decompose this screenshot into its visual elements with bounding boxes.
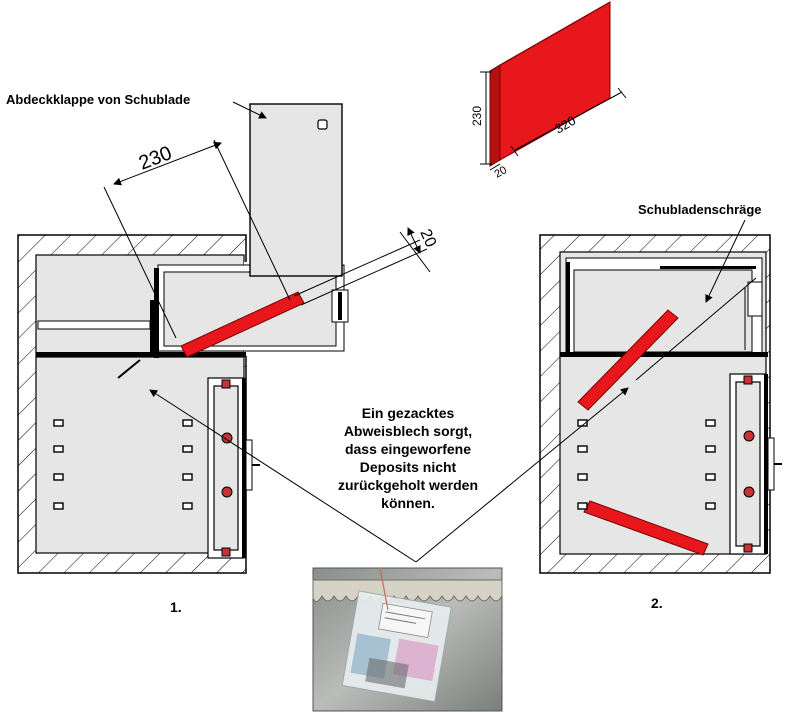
deposit-bag-icon — [341, 590, 452, 703]
fig2-deflector — [577, 309, 679, 411]
fig1-cover-flap — [249, 103, 343, 277]
figure-2-number: 2. — [651, 595, 663, 611]
plate-height-label: 230 — [470, 106, 484, 126]
caption-line-1: Ein gezacktes — [362, 405, 455, 421]
serrated-deflector-photo — [312, 567, 503, 712]
deflector-plate-3d: 230 320 20 — [470, 1, 627, 181]
flap-length-label: 230 — [136, 142, 175, 174]
slope-label: Schubladenschräge — [638, 202, 762, 217]
serrated-edge-icon — [312, 579, 503, 602]
flap-thickness-label: 20 — [416, 227, 439, 250]
fig2-deposit-plate — [583, 500, 709, 556]
arrow-to-figure-2 — [415, 387, 629, 563]
fig1-deflector — [180, 291, 305, 358]
caption-line-6: können. — [381, 495, 435, 511]
center-caption: Ein gezacktes Abweisblech sorgt, dass ei… — [149, 387, 629, 563]
caption-line-2: Abweisblech sorgt, — [344, 423, 472, 439]
caption-line-5: zurückgeholt werden — [338, 477, 478, 493]
figure-1-number: 1. — [170, 599, 182, 615]
caption-line-3: dass eingeworfene — [345, 441, 471, 457]
arrow-to-figure-1 — [149, 389, 417, 563]
figure-1-safe: 230 20 Abdeckklappe von Schublade 1. — [6, 92, 439, 615]
plate-depth-label: 20 — [493, 164, 510, 181]
flap-label: Abdeckklappe von Schublade — [6, 92, 190, 107]
figure-2-safe: Schubladenschräge 2. — [539, 202, 782, 611]
caption-line-4: Deposits nicht — [360, 459, 457, 475]
